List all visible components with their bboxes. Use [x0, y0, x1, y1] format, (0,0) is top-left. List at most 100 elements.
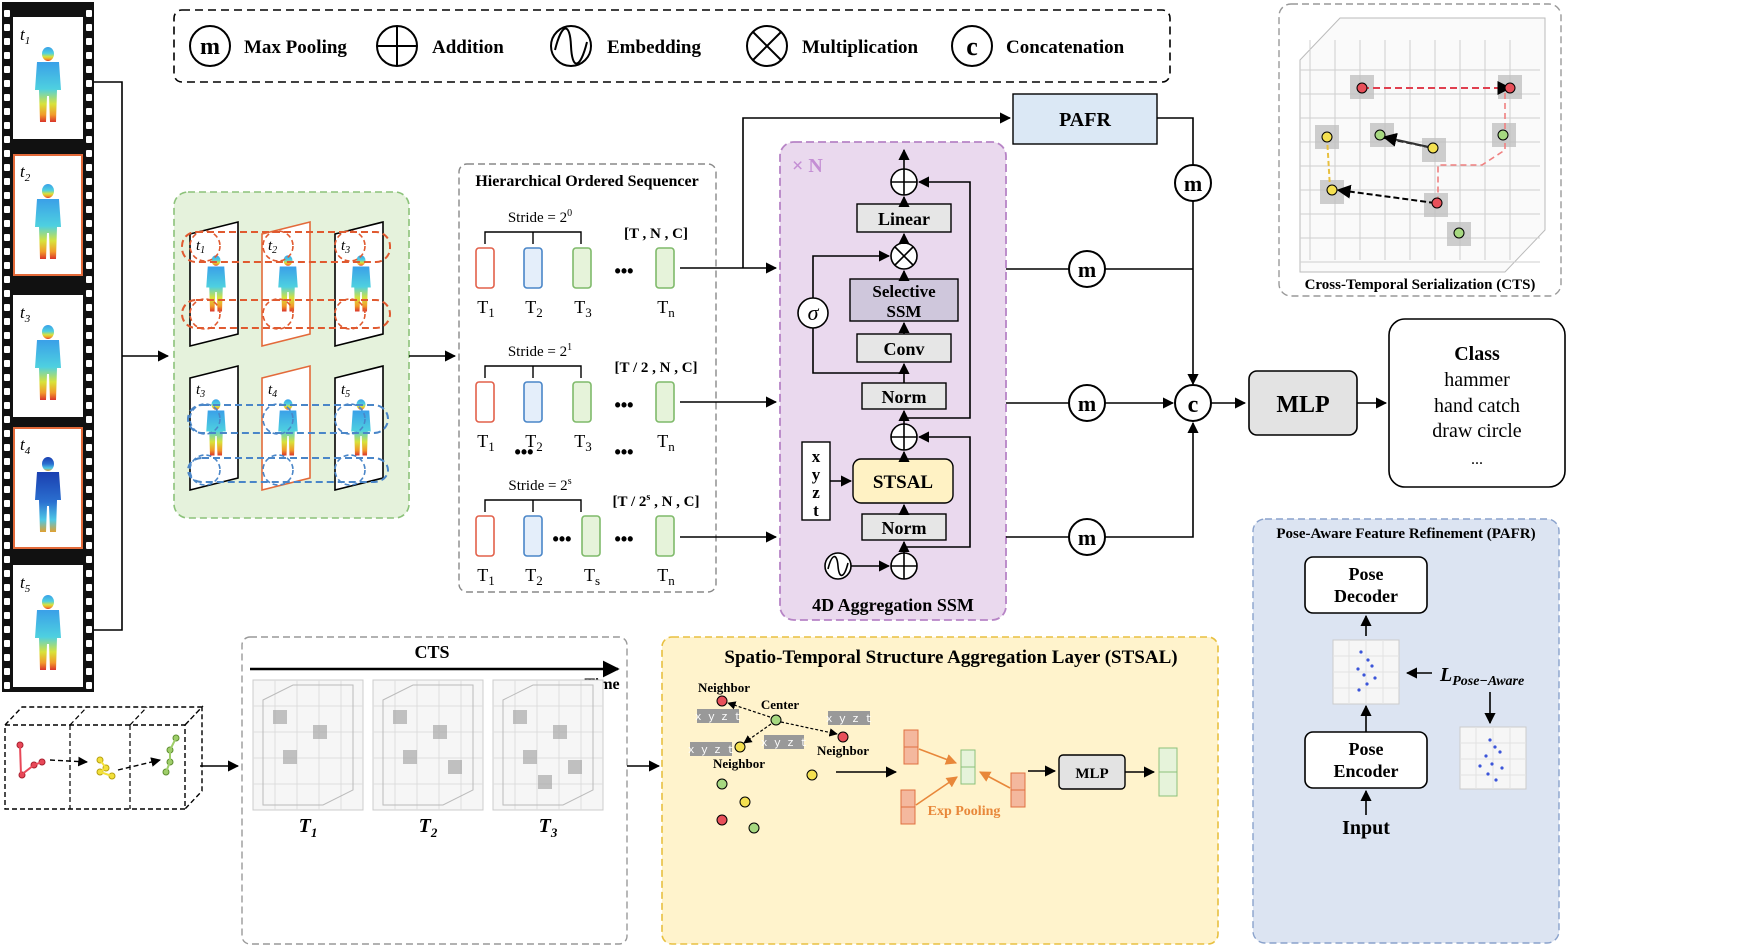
token-label: T2 — [525, 565, 543, 588]
norm-box-bottom: Norm — [882, 518, 927, 538]
svg-text:t4: t4 — [268, 382, 277, 400]
svg-text:T2: T2 — [419, 815, 438, 840]
token-label: T2 — [525, 431, 543, 454]
legend-addition: Addition — [432, 37, 504, 58]
point-cloud-frame: t2 — [261, 220, 311, 348]
cts-caption: Cross-Temporal Serialization (CTS) — [1305, 277, 1536, 293]
loss-label: LPose−Aware — [1439, 664, 1524, 689]
max-pooling-icon: m — [189, 25, 231, 67]
cts-3d-grid — [1299, 17, 1546, 273]
mlp-box: MLP — [1276, 392, 1329, 418]
point-cloud-frame: t3 — [189, 364, 239, 492]
class-item: hand catch — [1434, 395, 1520, 417]
token-block — [655, 381, 675, 423]
svg-text:m: m — [1184, 171, 1202, 196]
svg-text:•••: ••• — [615, 395, 634, 415]
svg-text:m: m — [200, 34, 220, 60]
token-label: T3 — [574, 431, 592, 454]
class-item: draw circle — [1432, 420, 1522, 442]
token-label: T2 — [525, 297, 543, 320]
svg-text:t: t — [813, 501, 819, 520]
svg-text:Stride = 21: Stride = 21 — [508, 342, 572, 360]
film-frame: t1 — [13, 17, 83, 139]
pafr-panel-title: Pose-Aware Feature Refinement (PAFR) — [1276, 526, 1535, 542]
svg-text:t4: t4 — [20, 435, 31, 457]
legend-embedding: Embedding — [607, 37, 701, 58]
svg-text:t1: t1 — [196, 238, 205, 256]
token-block — [523, 515, 543, 557]
class-item: ... — [1471, 451, 1483, 468]
svg-text:[T / 2 , N , C]: [T / 2 , N , C] — [614, 360, 697, 376]
concat-node-icon: c — [1174, 384, 1212, 422]
sequencer-title: Hierarchical Ordered Sequencer — [475, 173, 698, 190]
token-block — [475, 247, 495, 289]
svg-text:x y z t: x y z t — [826, 714, 872, 726]
repeat-label: × N — [792, 155, 823, 177]
class-title: Class — [1454, 343, 1500, 365]
svg-text:x y z t: x y z t — [761, 738, 807, 750]
multiplication-icon — [746, 25, 788, 67]
stsal-panel: Spatio-Temporal Structure Aggregation La… — [661, 636, 1219, 945]
svg-text:m: m — [1078, 525, 1096, 550]
film-frame: t2 — [13, 154, 83, 276]
token-block — [581, 515, 601, 557]
selective-ssm-box: Selective — [872, 282, 936, 301]
linear-box: Linear — [878, 209, 930, 229]
cts-grid-frame: T1 — [252, 679, 364, 840]
neighbor-label: Neighbor — [713, 756, 765, 771]
svg-text:c: c — [966, 32, 978, 61]
pose-decoder-box: Pose — [1349, 564, 1384, 584]
point-cloud-frame: t4 — [261, 364, 311, 492]
legend: m Max Pooling Addition Embedding Multipl… — [173, 9, 1171, 83]
token-label: T3 — [574, 297, 592, 320]
svg-text:z: z — [812, 483, 820, 502]
token-label: Tn — [657, 431, 675, 454]
token-block — [655, 247, 675, 289]
token-block — [572, 381, 592, 423]
cts-grid-frame: T2 — [372, 679, 484, 840]
stsal-title: Spatio-Temporal Structure Aggregation La… — [724, 647, 1177, 668]
cts-grid-frame: T3 — [492, 679, 604, 840]
svg-text:T1: T1 — [299, 815, 318, 840]
svg-text:•••: ••• — [553, 529, 572, 549]
neighbor-label: Neighbor — [698, 680, 750, 695]
pafr-panel: Pose-Aware Feature Refinement (PAFR) Pos… — [1252, 518, 1560, 944]
token-block — [572, 247, 592, 289]
class-item: hammer — [1444, 369, 1510, 391]
xyzt-box — [801, 441, 831, 521]
svg-text:Stride = 2s: Stride = 2s — [508, 476, 571, 494]
svg-text:t3: t3 — [196, 382, 205, 400]
legend-multiplication: Multiplication — [802, 37, 919, 58]
point-cloud-frame: t1 — [189, 220, 239, 348]
film-frame: t3 — [13, 295, 83, 417]
svg-text:t5: t5 — [20, 573, 31, 595]
film-frame: t4 — [13, 427, 83, 549]
svg-text:σ: σ — [808, 300, 820, 325]
svg-text:Stride = 20: Stride = 20 — [508, 208, 572, 226]
svg-text:t3: t3 — [341, 238, 350, 256]
cts-strip-title: CTS — [414, 642, 449, 662]
svg-text:•••: ••• — [615, 261, 634, 281]
svg-text:x y z t: x y z t — [688, 745, 734, 757]
embedding-icon — [550, 25, 592, 67]
pafr-input-label: Input — [1342, 817, 1390, 839]
point-cloud-frame: t3 — [334, 220, 384, 348]
svg-text:•••: ••• — [615, 442, 634, 462]
token-block — [523, 247, 543, 289]
svg-text:t1: t1 — [20, 25, 30, 47]
max-pool-nodes: m m m m — [1068, 164, 1212, 556]
token-label: T1 — [477, 431, 495, 454]
svg-text:Encoder: Encoder — [1334, 761, 1399, 781]
stsal-box: STSAL — [873, 472, 933, 493]
concatenation-icon: c — [951, 25, 993, 67]
token-label: T1 — [477, 297, 495, 320]
svg-text:T3: T3 — [539, 815, 558, 840]
pafr-box: PAFR — [1059, 109, 1111, 131]
conv-box: Conv — [883, 339, 924, 359]
pose-point-cloud-mid — [1332, 639, 1400, 705]
svg-text:y: y — [812, 465, 821, 484]
ssm-caption: 4D Aggregation SSM — [812, 595, 974, 615]
